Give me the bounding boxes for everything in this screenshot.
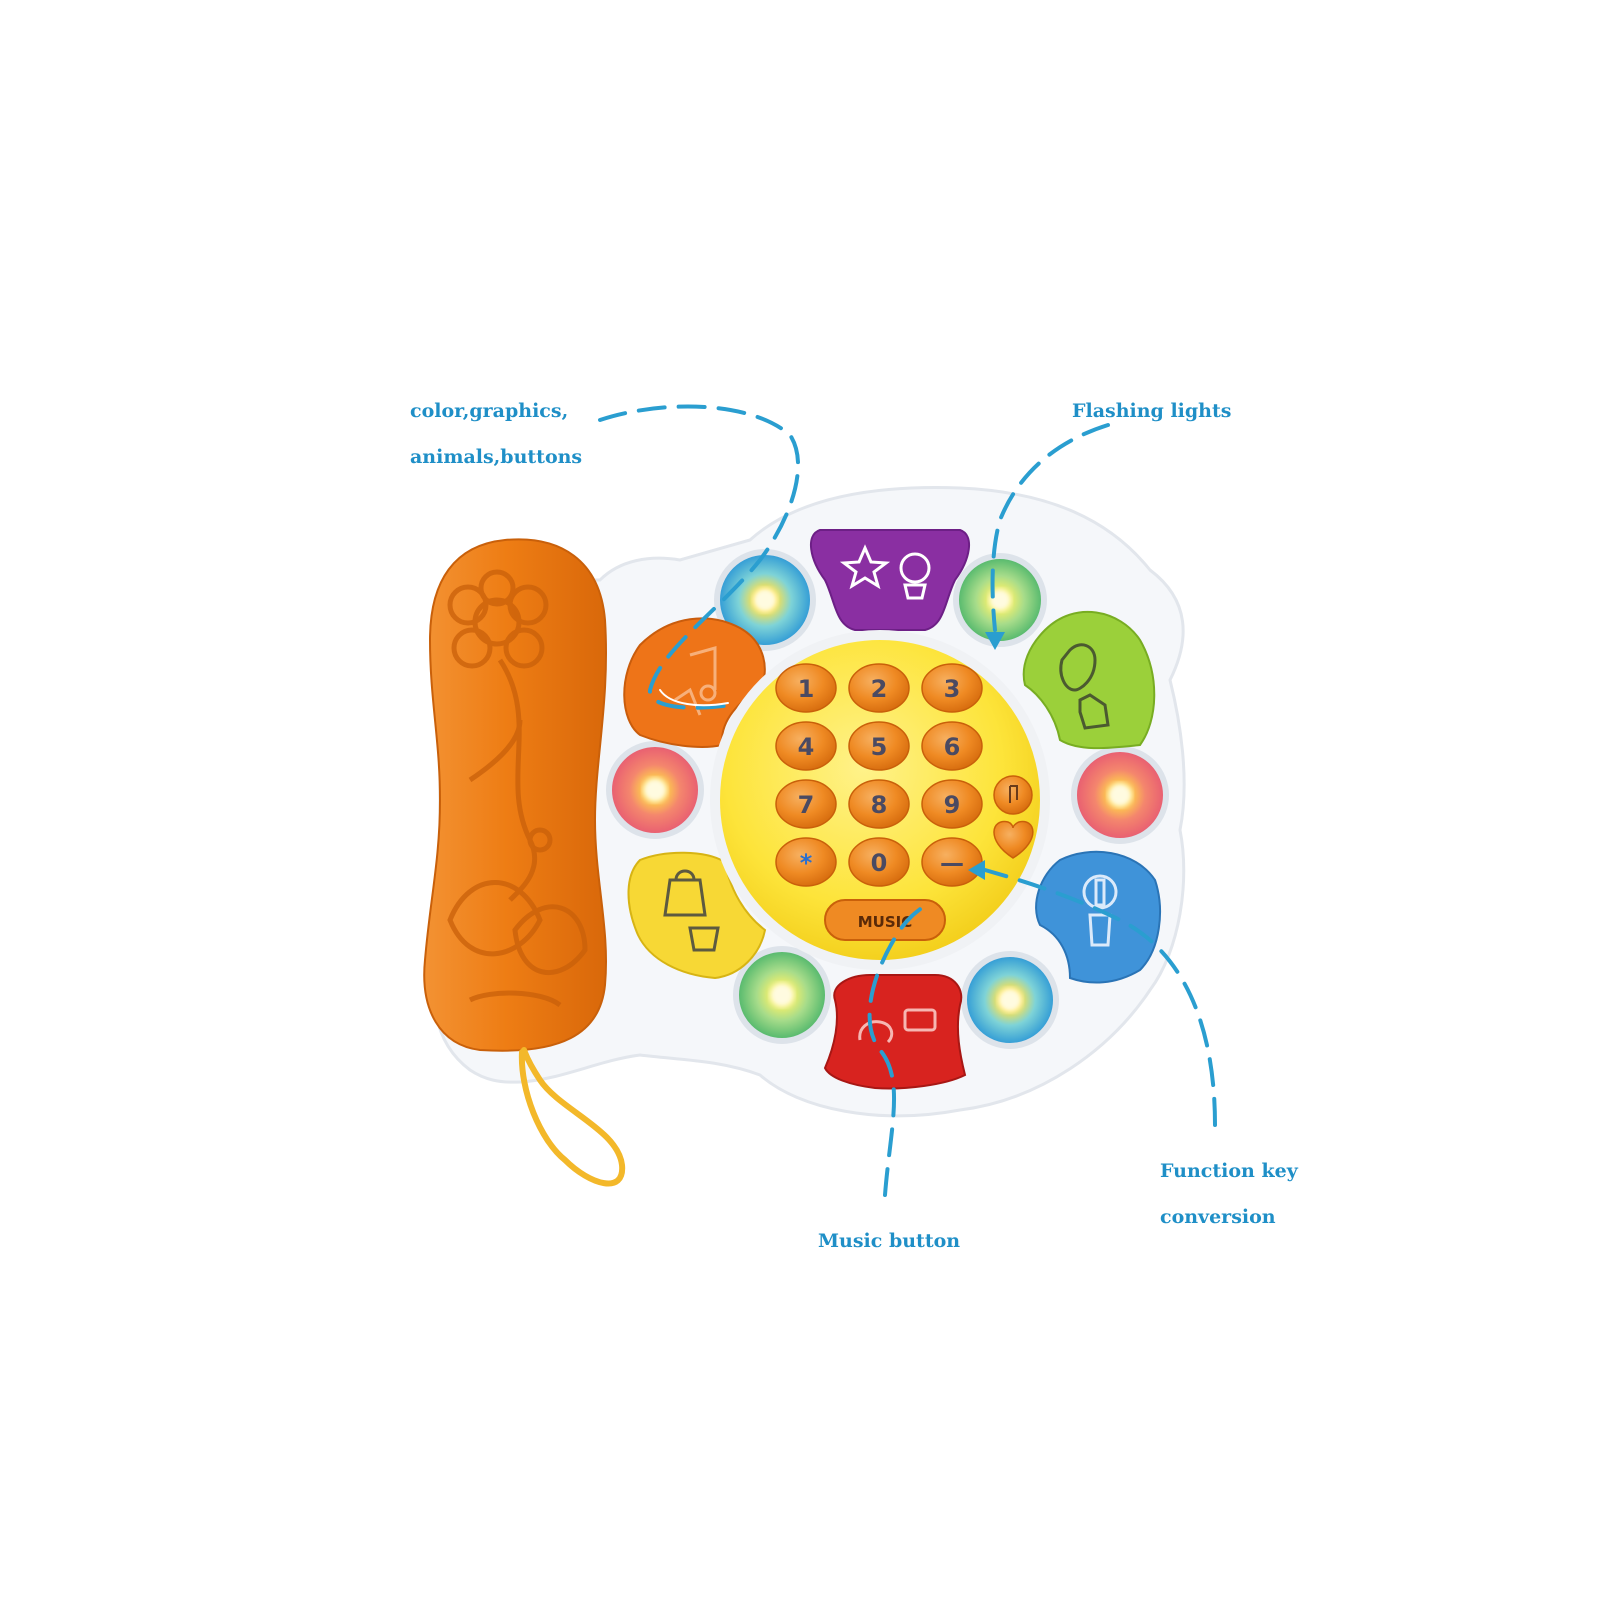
petal-button-red[interactable] [823,974,967,1090]
flashing-light-icon [953,553,1047,647]
dial-key-label: 1 [798,675,815,703]
flashing-light-icon [733,946,831,1044]
dial-key-label: 6 [944,733,961,761]
bottle-icon [1082,874,1118,947]
dial-key-label: * [800,849,813,877]
callout-graphics: color,graphics, animals,buttons [410,388,582,480]
petal-button-yellow[interactable] [627,851,767,980]
flashing-light-icon [1071,746,1169,844]
star-animal-icon [839,544,931,600]
keypad-keys: 1 2 3 4 5 6 7 8 9 * 0 — [775,663,983,887]
flashing-leader-line [990,423,1110,632]
callout-function-line1: Function key [1160,1160,1298,1182]
dial-key-label: 0 [871,849,888,877]
dial-key-7[interactable]: 7 [775,779,837,829]
callout-flashing: Flashing lights [1072,388,1231,434]
function-arrow-icon [968,860,985,880]
dial-key-8[interactable]: 8 [848,779,910,829]
handset [423,538,608,1052]
dial-key-5[interactable]: 5 [848,721,910,771]
dial-key-label: 7 [798,791,815,819]
callout-function-line2: conversion [1160,1206,1276,1228]
dial-key-2[interactable]: 2 [848,663,910,713]
callout-music-label: Music button [818,1230,961,1252]
petal-button-green[interactable] [1022,610,1156,750]
callout-graphics-line1: color,graphics, [410,400,569,422]
dial-key-label: — [940,849,964,877]
callout-graphics-line2: animals,buttons [410,446,583,468]
flower-emboss-icon [447,569,588,1008]
apple-cat-icon [1059,643,1110,730]
dial-key-label: 3 [944,675,961,703]
flashing-arrow-icon [985,632,1005,650]
petal-button-blue[interactable] [1035,850,1161,984]
dial-key-1[interactable]: 1 [775,663,837,713]
callout-arrows [968,632,1005,880]
petal-button-purple[interactable] [809,529,971,631]
bag-icon [663,869,720,952]
function-leader-line [983,868,1217,1127]
music-leader-line [867,903,927,1197]
callout-music: Music button [818,1218,960,1264]
dial-key-label: 5 [871,733,888,761]
flashing-light-icon [606,741,704,839]
graphics-leader-line [598,404,800,710]
graphics-leader-line-shadow [659,689,729,707]
dial-key-label: 8 [871,791,888,819]
dial-key-label: 4 [798,733,815,761]
handset-cord [518,1047,626,1187]
dial-key-label: 9 [944,791,961,819]
flashing-lights [606,549,1169,1049]
music-note-icon [1009,785,1018,803]
side-key-note[interactable] [993,775,1033,815]
side-key-heart[interactable] [993,820,1034,859]
dial-key-4[interactable]: 4 [775,721,837,771]
music-button[interactable]: MUSIC [824,899,946,941]
dial-key-6[interactable]: 6 [921,721,983,771]
phone-icon [858,1008,937,1044]
dial-key-9[interactable]: 9 [921,779,983,829]
dial-key-label: 2 [871,675,888,703]
dial-key-3[interactable]: 3 [921,663,983,713]
callout-flashing-label: Flashing lights [1072,400,1232,422]
callout-function: Function key conversion [1160,1148,1298,1240]
dial-key-0[interactable]: 0 [848,837,910,887]
dial-key-star[interactable]: * [775,837,837,887]
dial-key-dash[interactable]: — [921,837,983,887]
flashing-light-icon [961,951,1059,1049]
callout-leaders [598,404,1217,1197]
music-button-label: MUSIC [858,913,913,931]
petal-button-orange[interactable] [623,617,766,748]
